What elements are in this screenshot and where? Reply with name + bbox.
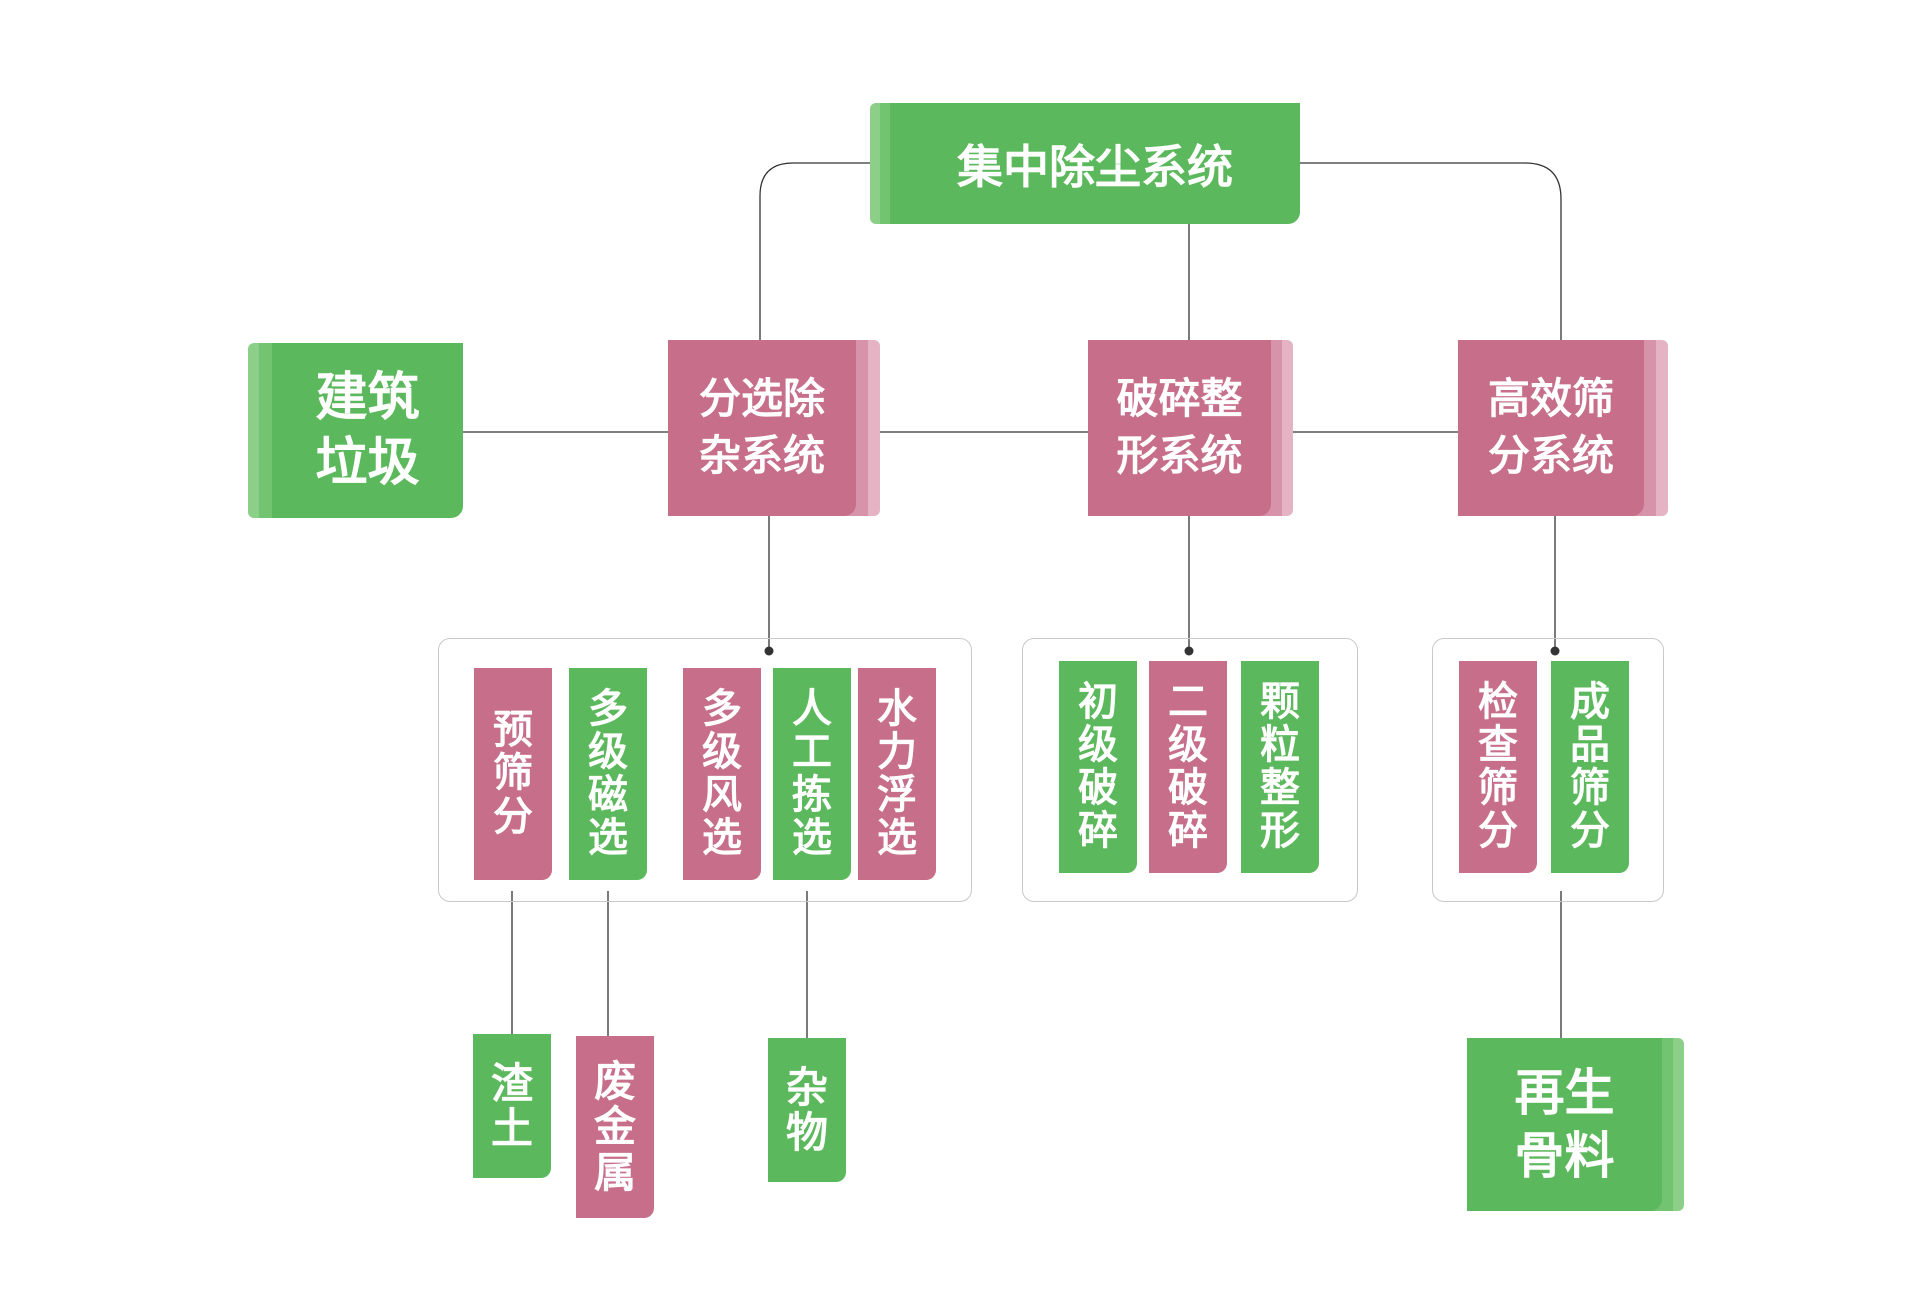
step-magnetic-separation: 多级磁选 [569,668,647,880]
step-manual-picking: 人工拣选 [773,668,851,880]
step-inspection-screening: 检查筛分 [1459,661,1537,873]
output-soil-label: 渣土 [491,1061,533,1152]
construction-waste-node: 建筑 垃圾 [248,343,463,518]
sorting-system-node: 分选除 杂系统 [668,340,880,516]
step-secondary-crushing: 二级破碎 [1149,661,1227,873]
step-primary-crushing: 初级破碎 [1059,661,1137,873]
dust-removal-system-label: 集中除尘系统 [957,131,1233,197]
step-inspection-screening-label: 检查筛分 [1478,681,1518,854]
step-particle-shaping: 颗粒整形 [1241,661,1319,873]
screening-system-label: 高效筛 分系统 [1488,371,1614,484]
output-scrap-metal: 废金属 [576,1036,654,1218]
output-soil: 渣土 [473,1034,551,1178]
dust-removal-system: 集中除尘系统 [870,103,1300,224]
step-magnetic-separation-label: 多级磁选 [588,688,628,861]
step-product-screening: 成品筛分 [1551,661,1629,873]
crushing-system-node: 破碎整 形系统 [1088,340,1293,516]
step-water-flotation: 水力浮选 [858,668,936,880]
step-water-flotation-label: 水力浮选 [877,688,917,861]
output-recycled-aggregate: 再生 骨料 [1467,1038,1684,1211]
step-particle-shaping-label: 颗粒整形 [1260,681,1300,854]
screening-system-node: 高效筛 分系统 [1458,340,1668,516]
output-scrap-metal-label: 废金属 [594,1059,636,1195]
output-debris-label: 杂物 [786,1065,828,1156]
step-primary-crushing-label: 初级破碎 [1078,681,1118,854]
step-air-separation: 多级风选 [683,668,761,880]
step-pre-screening-label: 预筛分 [493,709,533,839]
step-secondary-crushing-label: 二级破碎 [1168,681,1208,854]
sorting-system-label: 分选除 杂系统 [699,371,825,484]
step-air-separation-label: 多级风选 [702,688,742,861]
construction-waste-label: 建筑 垃圾 [315,366,419,496]
crushing-system-label: 破碎整 形系统 [1116,371,1242,484]
step-pre-screening: 预筛分 [474,668,552,880]
step-product-screening-label: 成品筛分 [1570,681,1610,854]
output-debris: 杂物 [768,1038,846,1182]
output-recycled-aggregate-label: 再生 骨料 [1515,1062,1615,1187]
step-manual-picking-label: 人工拣选 [792,688,832,861]
